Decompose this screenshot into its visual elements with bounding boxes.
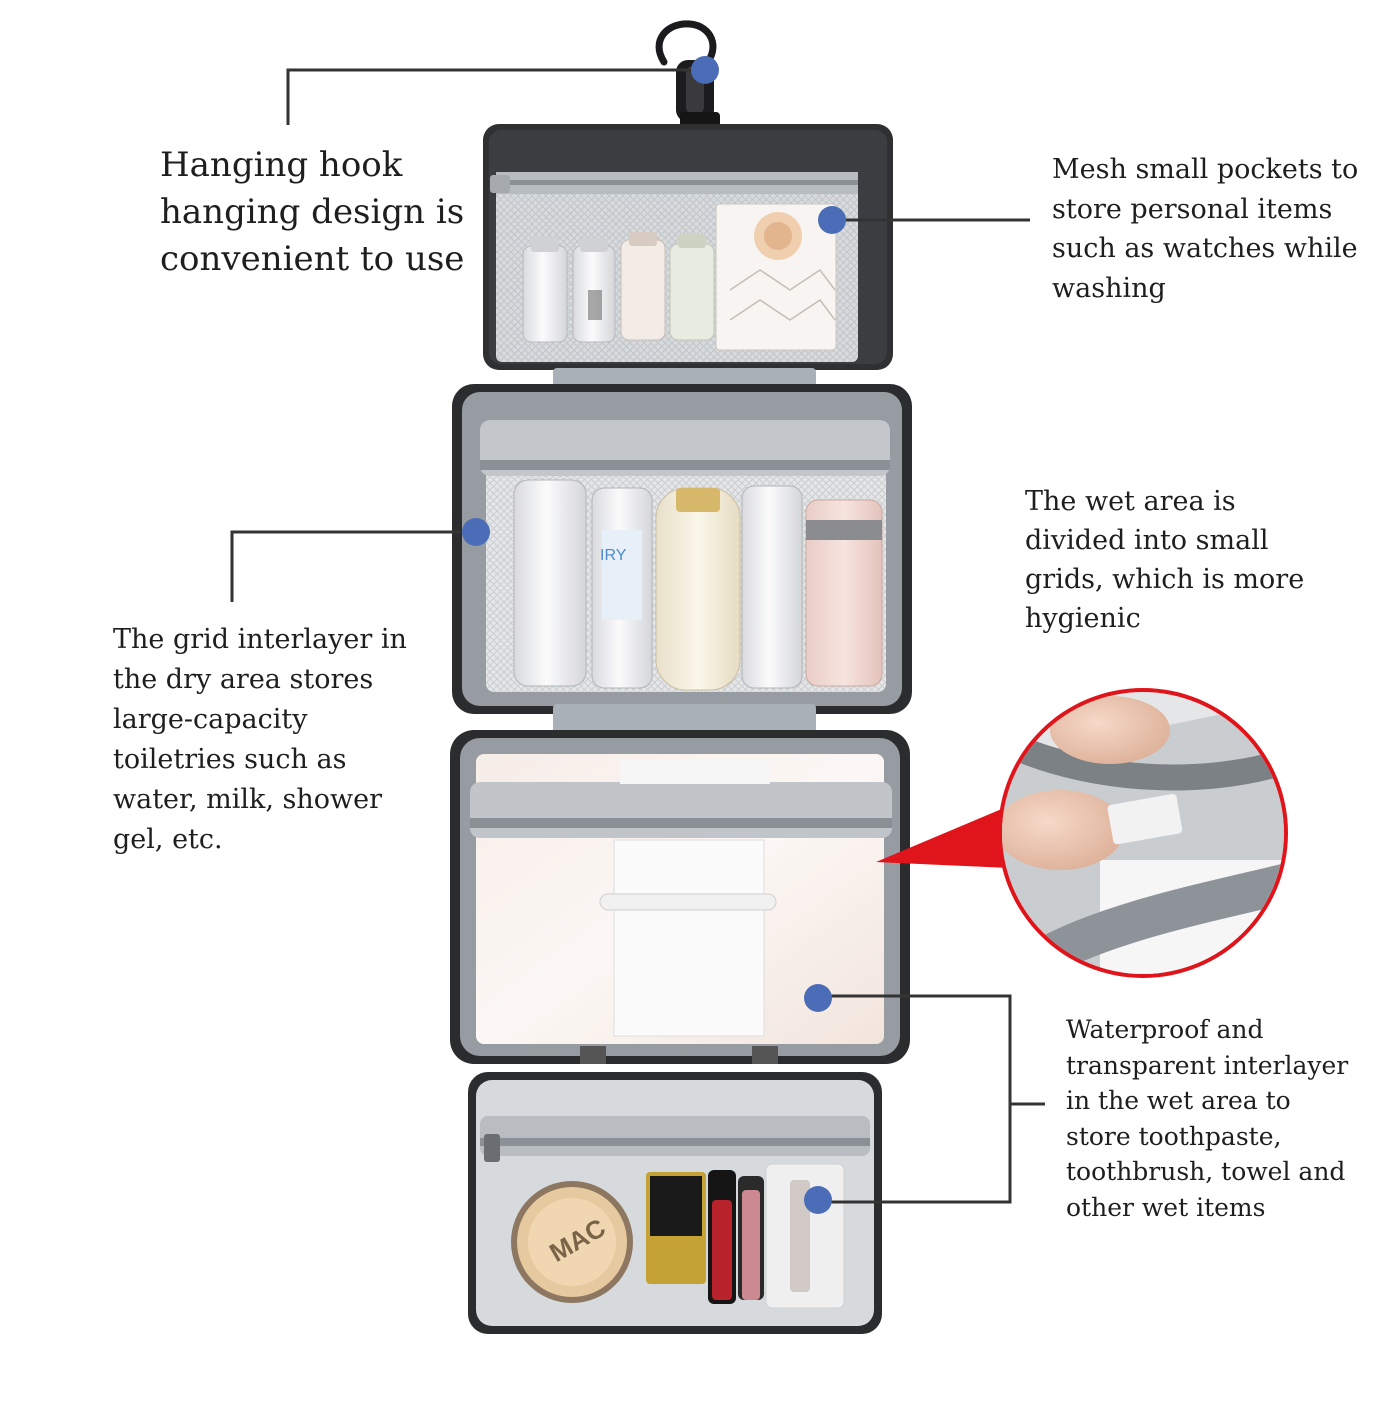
caption-line: in the wet area to (1066, 1086, 1291, 1115)
caption-line: Mesh small pockets to (1052, 154, 1359, 185)
caption-line: transparent interlayer (1066, 1050, 1349, 1080)
waterproof-interlayer-caption: Waterproof and transparent interlayer in… (1066, 1012, 1348, 1225)
caption-line: hanging design is (160, 192, 465, 232)
caption-line: toiletries such as (113, 744, 347, 775)
top-mesh-pocket (483, 124, 893, 370)
caption-line: such as watches while (1052, 233, 1358, 264)
mesh-pockets-caption: Mesh small pockets to store personal ite… (1052, 150, 1358, 308)
dry-area-caption: The grid interlayer in the dry area stor… (113, 620, 407, 860)
callout-dot (818, 206, 846, 234)
caption-line: Hanging hook (160, 145, 403, 185)
callout-dot (804, 1186, 832, 1214)
callout-lines (230, 68, 1045, 1204)
caption-line: grids, which is more (1025, 564, 1305, 595)
caption-line: the dry area stores (113, 664, 374, 695)
caption-line: The grid interlayer in (113, 624, 407, 655)
zipper-pull-icon (490, 175, 510, 193)
zoom-detail (876, 688, 1288, 978)
caption-line: The wet area is (1025, 486, 1236, 517)
bottle-brand-label: IRY (600, 547, 627, 564)
wet-area-caption: The wet area is divided into small grids… (1025, 482, 1304, 638)
caption-line: store personal items (1052, 193, 1333, 225)
callout-dot (462, 518, 490, 546)
callout-dot (804, 984, 832, 1012)
caption-line: hygienic (1025, 603, 1141, 634)
zipper-pull-icon (484, 1134, 500, 1162)
caption-line: store toothpaste, (1066, 1121, 1282, 1151)
caption-line: other wet items (1066, 1192, 1266, 1222)
caption-line: large-capacity (113, 704, 308, 735)
caption-line: toothbrush, towel and (1066, 1157, 1346, 1186)
caption-line: convenient to use (160, 239, 465, 279)
callout-dot (691, 56, 719, 84)
caption-line: gel, etc. (113, 824, 223, 855)
hanging-hook-caption: Hanging hook hanging design is convenien… (160, 142, 464, 283)
caption-line: washing (1052, 272, 1166, 304)
wet-area-pocket (450, 730, 910, 1064)
dry-area-pocket: IRY (452, 384, 912, 714)
caption-line: water, milk, shower (113, 784, 383, 815)
caption-line: divided into small (1025, 525, 1269, 556)
caption-line: Waterproof and (1066, 1015, 1264, 1044)
